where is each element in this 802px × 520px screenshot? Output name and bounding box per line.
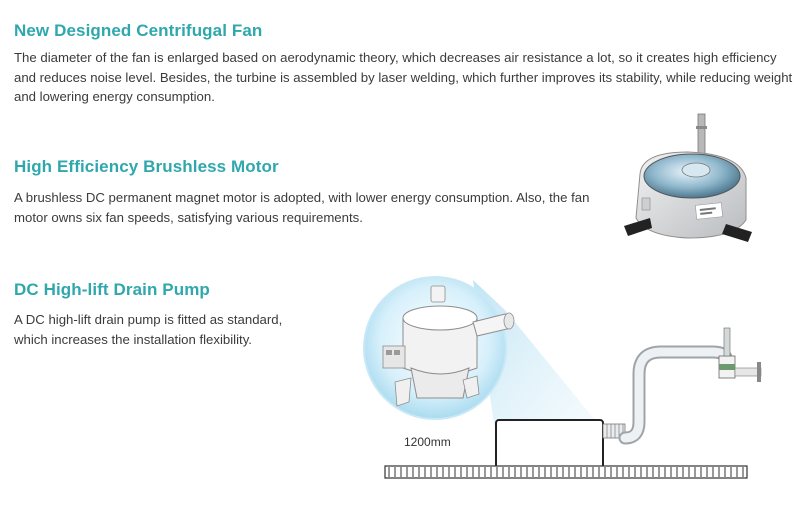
corrugated-hose <box>602 423 626 439</box>
drain-pump-image <box>382 285 515 407</box>
pump-section-title: DC High-lift Drain Pump <box>14 280 210 299</box>
fan-section-title: New Designed Centrifugal Fan <box>14 21 263 40</box>
indoor-unit-box <box>495 419 604 469</box>
brushless-motor-image <box>624 113 752 242</box>
lift-height-label: 1200mm <box>404 435 451 449</box>
motor-section-title: High Efficiency Brushless Motor <box>14 157 279 176</box>
drain-pump-diagram <box>363 276 762 479</box>
fan-section-body: The diameter of the fan is enlarged base… <box>14 50 793 104</box>
ground-line <box>384 465 748 479</box>
pump-section-body: A DC high-lift drain pump is fitted as s… <box>14 312 283 347</box>
motor-section-body: A brushless DC permanent magnet motor is… <box>14 190 590 225</box>
